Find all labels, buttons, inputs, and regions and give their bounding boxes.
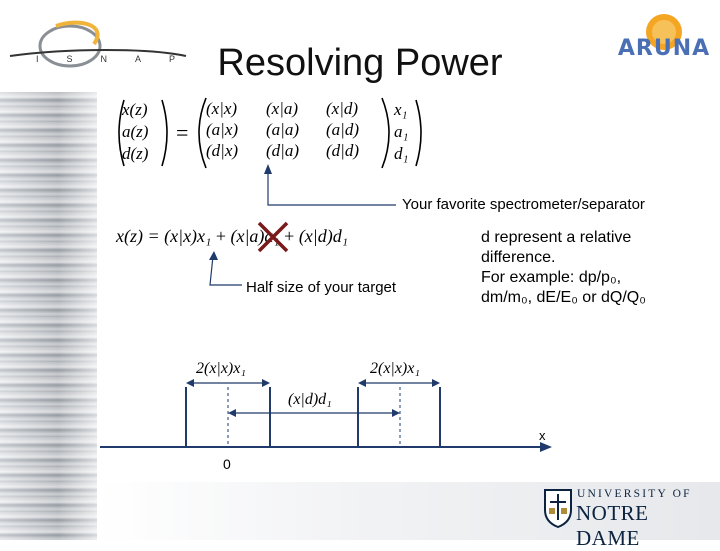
shield-icon — [544, 489, 572, 528]
matrix-cell: (a|a) — [266, 120, 299, 139]
notre-dame-text: NOTRE DAME — [576, 501, 649, 550]
matrix-cell: (a|d) — [326, 120, 359, 139]
matrix-equation: x(z) a(z) d(z) = (x|x) (x|a) (x|d) (a|x)… — [112, 97, 432, 169]
matrix-cell: (a|x) — [206, 120, 239, 139]
description-line: difference. — [481, 249, 556, 266]
slide-title: Resolving Power — [217, 42, 503, 84]
spectrometer-callout-arrow — [264, 164, 272, 174]
matrix-cell: (x|x) — [206, 99, 238, 118]
rhs-vector: x₁ a₁ d₁ — [394, 99, 424, 165]
isnap-letter: I — [36, 54, 40, 64]
half-size-annotation: Half size of your target — [246, 279, 397, 296]
matrix-cell: (d|a) — [266, 141, 299, 160]
rhs-entry: d₁ — [394, 144, 409, 163]
university-of-text: UNIVERSITY OF — [577, 488, 692, 500]
isnap-swoosh-icon — [9, 20, 187, 68]
bottom-band — [97, 482, 720, 540]
cross-out-icon — [257, 221, 289, 253]
x-eq-plus1: + — [215, 226, 226, 246]
description-block: d represent a relative difference. For e… — [481, 228, 711, 308]
aruna-logo: ARUNA — [612, 6, 712, 68]
rhs-paren-right-icon — [415, 99, 422, 167]
x-eq-term1: (x|x)x₁ — [164, 226, 212, 246]
paren-left-icon — [118, 99, 125, 167]
notre-dame-logo: UNIVERSITY OF NOTRE DAME — [543, 488, 713, 550]
matrix-paren-left-icon — [198, 97, 207, 169]
spectrometer-annotation: Your favorite spectrometer/separator — [402, 196, 645, 213]
x-eq-term3: (x|d)d₁ — [298, 226, 348, 246]
x-eq-lhs: x(z) = — [116, 226, 160, 246]
x-eq-plus2: + — [284, 226, 295, 246]
origin-label: 0 — [223, 456, 231, 472]
paren-right-icon — [161, 99, 168, 167]
matrix-cell: (d|x) — [206, 141, 239, 160]
x-axis-arrow — [540, 442, 552, 452]
description-line: dm/m₀, dE/E₀ or dQ/Q₀ — [481, 289, 646, 306]
isnap-letter: N — [100, 54, 108, 64]
equals-sign: = — [176, 120, 189, 145]
matrix-cell: (x|a) — [266, 99, 299, 118]
rhs-entry: x₁ — [394, 100, 408, 119]
matrix-cell: (x|d) — [326, 99, 359, 118]
axis-label: x — [539, 428, 546, 443]
transfer-matrix: (x|x) (x|a) (x|d) (a|x) (a|a) (a|d) (d|x… — [206, 99, 386, 161]
description-line: d represent a relative — [481, 229, 632, 246]
left-detector-photo — [0, 92, 97, 540]
separation-label: (x|d)d₁ — [288, 391, 332, 408]
isnap-letter: P — [168, 54, 176, 64]
lhs-entry: d(z) — [122, 144, 149, 163]
isnap-letter: A — [134, 54, 142, 64]
description-line: For example: dp/p₀, — [481, 269, 622, 286]
lhs-entry: a(z) — [122, 122, 149, 141]
width-label-right: 2(x|x)x₁ — [370, 360, 420, 377]
half-size-callout-line — [209, 255, 242, 286]
spectrometer-callout-line — [267, 168, 396, 206]
half-size-callout-arrow — [209, 251, 218, 260]
matrix-paren-right-icon — [381, 97, 390, 169]
aruna-wordmark: ARUNA — [617, 36, 711, 61]
lhs-vector: x(z) a(z) d(z) — [122, 99, 168, 165]
isnap-logo: I S N A P — [8, 14, 188, 74]
matrix-cell: (d|d) — [326, 141, 359, 160]
lhs-entry: x(z) — [122, 100, 148, 119]
sun-icon — [646, 14, 682, 50]
rhs-entry: a₁ — [394, 122, 409, 141]
width-label-left: 2(x|x)x₁ — [196, 360, 246, 377]
isnap-letter: S — [66, 54, 74, 64]
x-equation: x(z) = (x|x)x₁ + (x|a)a₁ + (x|d)d₁ — [116, 226, 348, 247]
